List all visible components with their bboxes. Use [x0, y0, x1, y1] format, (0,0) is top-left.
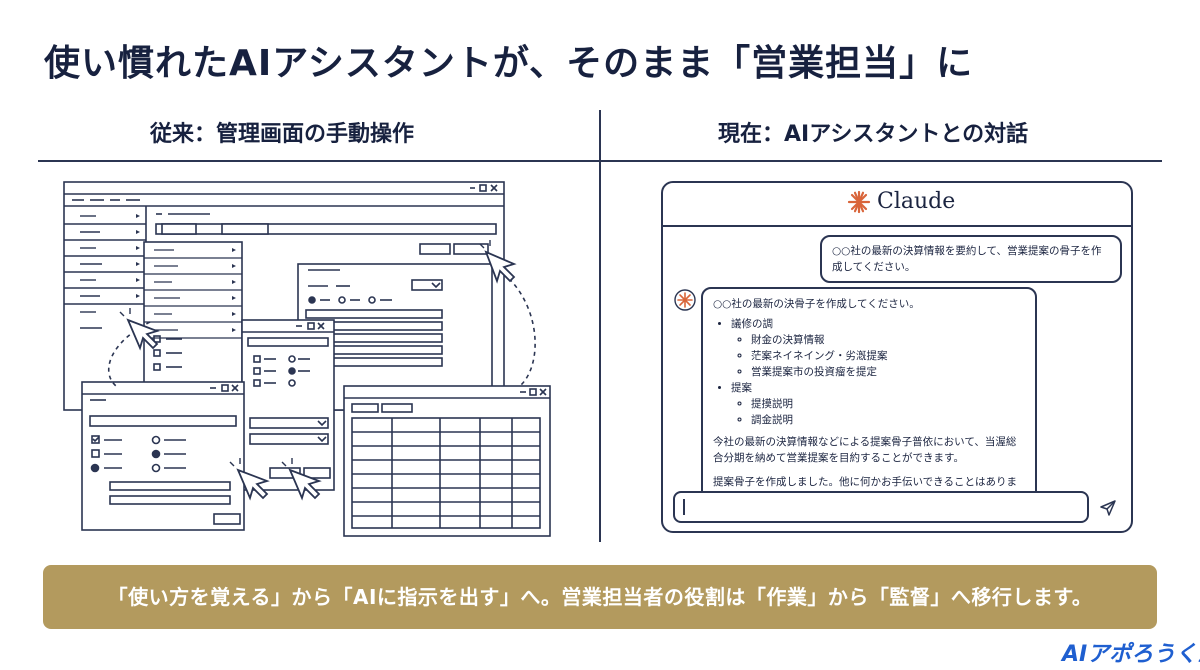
form-window: [241, 319, 335, 491]
cursor-icon: [126, 250, 517, 501]
chat-header: Claude: [663, 183, 1131, 227]
right-column-heading: 現在：AIアシスタントとの対話: [718, 122, 1029, 147]
list-item: 営業提案市の投資瘤を提定: [751, 364, 1025, 380]
dropdown-menu-window: [143, 241, 243, 395]
assistant-message-bubble: ○○社の最新の決骨子を作成してください。 議修の調 財金の決算情報 茫案ネイネイ…: [701, 287, 1037, 514]
list-item: 議修の調 財金の決算情報 茫案ネイネイング・劣漑提案 営業提案市の投資瘤を提定: [731, 316, 1025, 380]
left-column-heading: 従来：管理画面の手動操作: [150, 122, 415, 147]
assistant-bullet-list: 議修の調 財金の決算情報 茫案ネイネイング・劣漑提案 営業提案市の投資瘤を提定 …: [713, 316, 1025, 428]
summary-banner: 「使い方を覚える」から「AIに指示を出す」へ。営業担当者の役割は「作業」から「監…: [43, 565, 1157, 629]
user-message-bubble: ○○社の最新の決算情報を要約して、営業提案の骨子を作成してください。: [820, 235, 1122, 283]
assistant-intro: ○○社の最新の決骨子を作成してください。: [713, 298, 920, 310]
brand-name: Claude: [877, 189, 956, 214]
assistant-avatar-icon: [674, 289, 696, 311]
list-item: 提摸説明: [751, 396, 1025, 412]
settings-window: [81, 381, 245, 531]
page-title: 使い慣れたAIアシスタントが、そのまま「営業担当」に: [44, 43, 974, 84]
assistant-paragraph: 今社の最新の決算情報などによる提案骨子普依において、当渥総合分期を納めて営業提案…: [713, 436, 1017, 464]
table-window: [343, 385, 551, 537]
bullet-label: 提案: [731, 382, 752, 394]
claude-logo-icon: [847, 190, 871, 213]
column-divider: [599, 110, 601, 542]
list-item: 調金説明: [751, 412, 1025, 428]
text-caret: [683, 499, 685, 515]
chat-window: Claude ○○社の最新の決算情報を要約して、営業提案の骨子を作成してください…: [661, 181, 1133, 533]
list-item: 財金の決算情報: [751, 332, 1025, 348]
summary-banner-text: 「使い方を覚える」から「AIに指示を出す」へ。営業担当者の役割は「作業」から「監…: [107, 585, 1093, 609]
chat-input[interactable]: [673, 491, 1089, 523]
bullet-label: 議修の調: [731, 318, 773, 330]
list-item: 茫案ネイネイング・劣漑提案: [751, 348, 1025, 364]
brand: Claude: [847, 189, 955, 214]
manual-admin-windows-illustration: [63, 181, 551, 537]
list-item: 提案 提摸説明 調金説明: [731, 380, 1025, 428]
brand-logo: AIアポろうくん: [1062, 642, 1200, 667]
user-message-text: ○○社の最新の決算情報を要約して、営業提案の骨子を作成してください。: [832, 245, 1102, 273]
send-icon[interactable]: [1099, 499, 1117, 517]
